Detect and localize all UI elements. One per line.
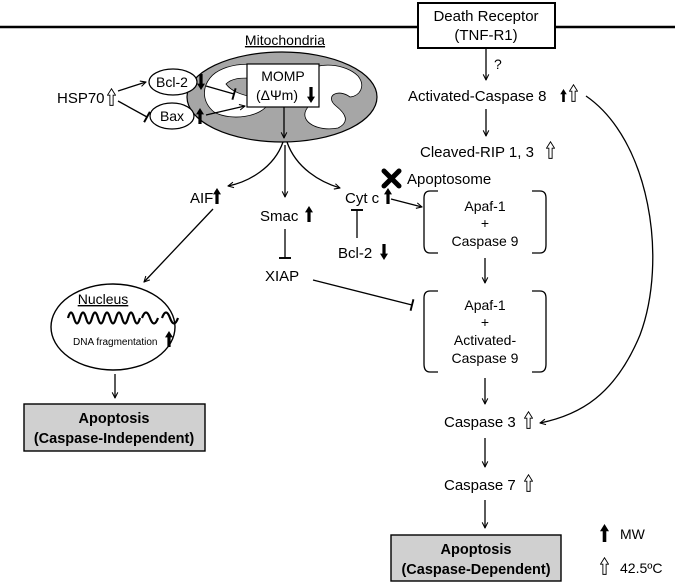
mitochondria: Mitochondria MOMP (ΔΨm) bbox=[186, 32, 378, 143]
casp8-up-heat-icon bbox=[569, 84, 578, 102]
casp3-up-heat-icon bbox=[524, 411, 533, 429]
apoptosis-independent-box: Apoptosis (Caspase-Independent) bbox=[23, 403, 206, 452]
apaf1-label: Apaf-1 bbox=[464, 198, 505, 214]
caspase9-label: Caspase 9 bbox=[452, 233, 519, 249]
casp7-up-heat-icon bbox=[524, 474, 533, 492]
legend-heat-icon bbox=[600, 557, 609, 575]
dna-fragment-icon-2 bbox=[160, 311, 180, 325]
cytc-label: Cyt c bbox=[345, 190, 380, 207]
rip-label: Cleaved-RIP 1, 3 bbox=[420, 144, 534, 161]
dna-fragmentation-label: DNA fragmentation bbox=[73, 337, 158, 348]
aif-up-mw-icon bbox=[213, 188, 221, 204]
cytc-up-mw-icon bbox=[384, 188, 392, 204]
dna-fragment-icon bbox=[140, 311, 160, 325]
death-receptor-label: Death Receptor bbox=[433, 8, 538, 25]
legend: MW 42.5ºC bbox=[600, 524, 662, 576]
arrow-bax-to-momp bbox=[205, 106, 245, 116]
nucleus-title: Nucleus bbox=[78, 291, 129, 307]
mitochondria-title: Mitochondria bbox=[245, 32, 325, 48]
apoptosome-blocked-icon bbox=[381, 168, 402, 189]
caspase9-label-2: Caspase 9 bbox=[452, 350, 519, 366]
legend-mw-label: MW bbox=[620, 526, 646, 542]
inhibit-xiap-caspase9 bbox=[312, 279, 415, 312]
nucleus: Nucleus DNA fragmentation bbox=[50, 283, 180, 371]
membrane-potential-label: (ΔΨm) bbox=[256, 87, 298, 103]
arrow-to-aif bbox=[228, 141, 284, 186]
bcl2-lower-label: Bcl-2 bbox=[338, 245, 372, 262]
hsp70-up-heat-icon bbox=[107, 88, 116, 106]
rip-up-heat-icon bbox=[546, 141, 555, 159]
casp3-label: Caspase 3 bbox=[444, 414, 516, 431]
bcl2-lower-down-mw-icon bbox=[380, 244, 388, 260]
dna-coil-icon bbox=[66, 311, 142, 325]
unknown-link-question: ? bbox=[494, 56, 502, 72]
apaf1-label-2: Apaf-1 bbox=[464, 297, 505, 313]
apoptosis-independent-title: Apoptosis bbox=[79, 411, 150, 427]
momp-label: MOMP bbox=[261, 68, 305, 84]
casp8-label: Activated-Caspase 8 bbox=[408, 88, 546, 105]
apaf1-plus-2: + bbox=[481, 314, 489, 330]
apaf1-plus: + bbox=[481, 215, 489, 231]
legend-temp-label: 42.5ºC bbox=[620, 560, 662, 576]
aif-label: AIF bbox=[190, 190, 213, 207]
legend-mw-icon bbox=[600, 524, 609, 542]
arrow-aif-to-nucleus bbox=[144, 208, 214, 282]
apaf-caspase9-complex: Apaf-1 + Caspase 9 bbox=[423, 190, 547, 254]
xiap-label: XIAP bbox=[265, 268, 299, 285]
momp-box bbox=[246, 63, 320, 108]
apaf-activated-caspase9-complex: Apaf-1 + Activated- Caspase 9 bbox=[423, 290, 547, 373]
inhibit-hsp70-bax bbox=[117, 100, 151, 123]
bax-label: Bax bbox=[160, 108, 184, 124]
death-receptor-subtitle: (TNF-R1) bbox=[454, 27, 517, 44]
bcl2-oval bbox=[148, 68, 198, 96]
apoptosome-label: Apoptosome bbox=[407, 171, 491, 188]
bcl2-label: Bcl-2 bbox=[156, 74, 188, 90]
apoptosis-dependent-title: Apoptosis bbox=[441, 542, 512, 558]
smac-label: Smac bbox=[260, 208, 299, 225]
arrow-to-cytc bbox=[286, 141, 340, 188]
casp7-label: Caspase 7 bbox=[444, 477, 516, 494]
smac-up-mw-icon bbox=[305, 206, 313, 222]
apoptosis-dependent-subtitle: (Caspase-Dependent) bbox=[401, 562, 550, 578]
death-receptor-box: Death Receptor (TNF-R1) bbox=[417, 2, 556, 49]
apoptosis-independent-subtitle: (Caspase-Independent) bbox=[34, 431, 194, 447]
arrow-cytc-to-apaf bbox=[390, 198, 422, 207]
arrow-casp8-to-casp3 bbox=[540, 95, 654, 423]
hsp70-label: HSP70 bbox=[57, 90, 105, 107]
activated-label: Activated- bbox=[454, 332, 517, 348]
casp8-up-mw-icon bbox=[560, 89, 567, 102]
apoptosis-dependent-box: Apoptosis (Caspase-Dependent) bbox=[390, 534, 562, 582]
arrow-hsp70-to-bcl2 bbox=[117, 82, 146, 92]
inhibit-bcl2-momp bbox=[205, 85, 237, 101]
